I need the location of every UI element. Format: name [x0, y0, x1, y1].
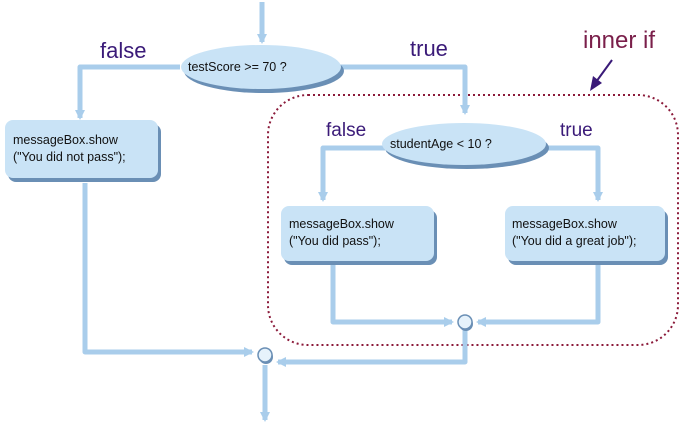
pass-box [281, 206, 437, 265]
inner-if-label: inner if [583, 27, 656, 54]
not-pass-box-text: messageBox.show ("You did not pass"); [13, 132, 126, 166]
inner-condition-node [382, 123, 549, 169]
great-job-box-text: messageBox.show ("You did a great job"); [512, 216, 636, 250]
outer-false-branch-arrow [75, 64, 180, 120]
pass-to-inner-merge-arrow [330, 262, 454, 327]
outer-merge-point [257, 347, 273, 364]
inner-merge-point [457, 314, 473, 331]
inner-true-label: true [560, 120, 593, 141]
not-pass-line2: ("You did not pass"); [13, 150, 126, 164]
inner-condition-text: studentAge < 10 ? [390, 137, 492, 151]
inner-false-branch-arrow [318, 145, 385, 202]
outer-condition-text: testScore >= 70 ? [188, 60, 287, 74]
outer-condition-node [181, 45, 344, 93]
not-pass-box [5, 120, 161, 182]
inner-false-label: false [326, 120, 367, 141]
not-pass-to-outer-merge-arrow [82, 183, 254, 357]
great-line1: messageBox.show [512, 217, 617, 231]
not-pass-line1: messageBox.show [13, 133, 118, 147]
inner-if-pointer-arrow [590, 59, 613, 91]
pass-line2: ("You did pass"); [289, 234, 381, 248]
outer-false-label: false [100, 38, 147, 63]
outer-true-label: true [410, 36, 448, 61]
pass-box-text: messageBox.show ("You did pass"); [289, 216, 394, 250]
outer-true-branch-arrow [340, 64, 470, 115]
inner-if-region [267, 94, 679, 346]
inner-true-branch-arrow [540, 145, 603, 202]
great-job-box [505, 206, 668, 265]
great-line2: ("You did a great job"); [512, 234, 637, 248]
pass-line1: messageBox.show [289, 217, 394, 231]
inner-merge-to-outer-merge-arrow [276, 330, 468, 367]
great-to-inner-merge-arrow [476, 262, 601, 327]
